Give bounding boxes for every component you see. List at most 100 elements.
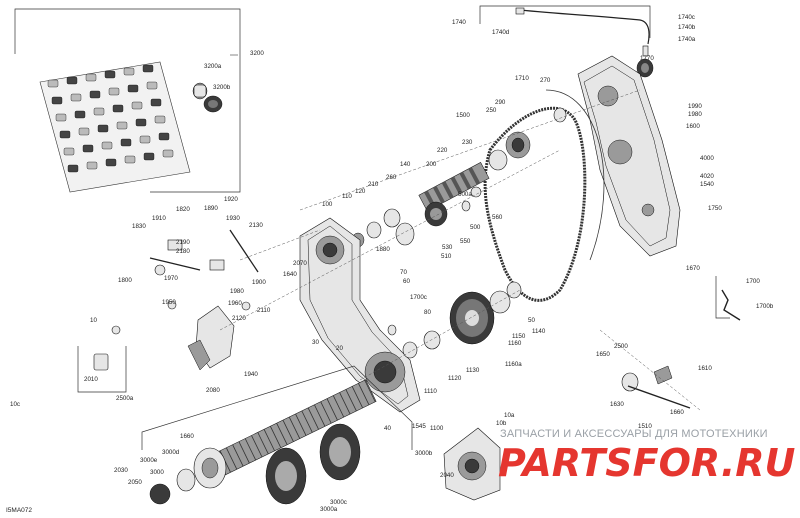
kit-part: [89, 90, 101, 99]
kit-part: [63, 147, 75, 156]
callout-70: 70: [400, 269, 407, 276]
kit-part: [70, 93, 82, 102]
callout-260: 260: [386, 174, 397, 181]
kit-part: [135, 118, 147, 127]
callout-1710: 1710: [515, 75, 529, 82]
callout-1940: 1940: [244, 371, 258, 378]
axle-spline: [364, 380, 376, 402]
callout-270: 270: [540, 77, 551, 84]
callout-2130: 2130: [249, 222, 263, 229]
callout-560: 560: [492, 214, 503, 221]
kit-part: [67, 164, 79, 173]
callout-3000d: 3000d: [162, 449, 180, 456]
callout-10b: 10b: [496, 420, 507, 427]
kit-part: [143, 152, 155, 161]
axle-spline: [358, 383, 370, 406]
axle-spline: [332, 395, 345, 418]
kit-part: [104, 70, 116, 79]
callout-500a: 500a: [458, 191, 472, 198]
kit-part: [124, 155, 136, 164]
inset-3000-drive-axle: [141, 365, 413, 505]
callout-1700: 1700: [746, 278, 760, 285]
callout-2010: 2010: [84, 376, 98, 383]
callout-1820: 1820: [176, 206, 190, 213]
callout-4020: 4020: [700, 173, 714, 180]
callout-1770: 1770: [640, 55, 654, 62]
callout-2070: 2070: [293, 260, 307, 267]
axle-spline: [257, 432, 269, 455]
axle-spline: [232, 444, 244, 467]
callout-1120: 1120: [448, 375, 462, 382]
kit-part: [108, 87, 120, 96]
axle-spline: [307, 407, 319, 430]
kit-part: [131, 101, 143, 110]
callout-1545: 1545: [412, 423, 426, 430]
callout-60: 60: [403, 278, 410, 285]
callout-2110: 2110: [257, 307, 271, 314]
axle-spline: [301, 410, 313, 433]
callout-10c: 10c: [10, 401, 20, 408]
kit-part: [82, 144, 94, 153]
lower-sprocket-stack: [387, 281, 522, 359]
kit-part: [116, 121, 128, 130]
callout-1510: 1510: [638, 423, 652, 430]
callout-1100: 1100: [430, 425, 444, 432]
callout-550: 550: [460, 238, 471, 245]
callout-1920: 1920: [224, 196, 238, 203]
center-lines: [219, 89, 701, 411]
callout-1110: 1110: [424, 388, 437, 395]
callout-1930: 1930: [226, 215, 240, 222]
callout-2120: 2120: [232, 315, 246, 322]
diagram-code: I5MA072: [6, 507, 32, 514]
shift-lever-assembly: [149, 229, 259, 371]
kit-part: [139, 135, 151, 144]
drive-chain-1500: [483, 89, 605, 302]
kit-part: [66, 76, 78, 85]
callout-1950: 1950: [162, 299, 176, 306]
kit-part: [123, 67, 135, 76]
chaincase-20: [299, 217, 421, 413]
callout-1740: 1740: [452, 19, 466, 26]
callout-1650: 1650: [596, 351, 610, 358]
callout-110: 110: [342, 193, 352, 200]
kit-part: [93, 107, 105, 116]
kit-part: [146, 81, 158, 90]
callout-1660: 1660: [180, 433, 194, 440]
callout-1160a: 1160a: [505, 361, 522, 368]
callout-30: 30: [312, 339, 319, 346]
axle-spline: [282, 419, 294, 442]
kit-part: [154, 115, 166, 124]
callout-2080: 2080: [206, 387, 220, 394]
callout-10a: 10a: [504, 412, 515, 419]
callout-2190: 2190: [176, 239, 190, 246]
kit-part: [47, 79, 59, 88]
callout-2030: 2030: [114, 467, 128, 474]
callout-1740b: 1740b: [678, 24, 696, 31]
callout-3000b: 3000b: [415, 450, 433, 457]
kit-part: [120, 138, 132, 147]
axle-spline: [345, 389, 357, 412]
axle-spline: [320, 401, 332, 424]
callout-1670: 1670: [686, 265, 700, 272]
kit-part: [162, 149, 174, 158]
callout-labels: 17401740d1740c1740b1740a177032003200a320…: [10, 14, 774, 513]
axle-spline: [244, 438, 257, 461]
callout-3000: 3000: [150, 469, 164, 476]
axle-spline: [276, 422, 288, 445]
axle-spline: [314, 404, 326, 427]
axle-spline: [288, 416, 301, 439]
callout-120: 120: [355, 188, 366, 195]
watermark-tagline: ЗАПЧАСТИ И АКСЕССУАРЫ ДЛЯ МОТОТЕХНИКИ: [500, 428, 768, 440]
callout-2180: 2180: [176, 248, 190, 255]
callout-1970: 1970: [164, 275, 178, 282]
callout-250: 250: [486, 107, 497, 114]
callout-3200: 3200: [250, 50, 264, 57]
axle-spline: [251, 435, 263, 458]
callout-3000a: 3000a: [320, 506, 338, 513]
callout-1890: 1890: [204, 205, 218, 212]
kit-part: [78, 127, 90, 136]
cable-1740: [479, 5, 654, 78]
callout-1150: 1150: [512, 333, 526, 340]
kit-part: [55, 113, 67, 122]
callout-40: 40: [384, 425, 391, 432]
